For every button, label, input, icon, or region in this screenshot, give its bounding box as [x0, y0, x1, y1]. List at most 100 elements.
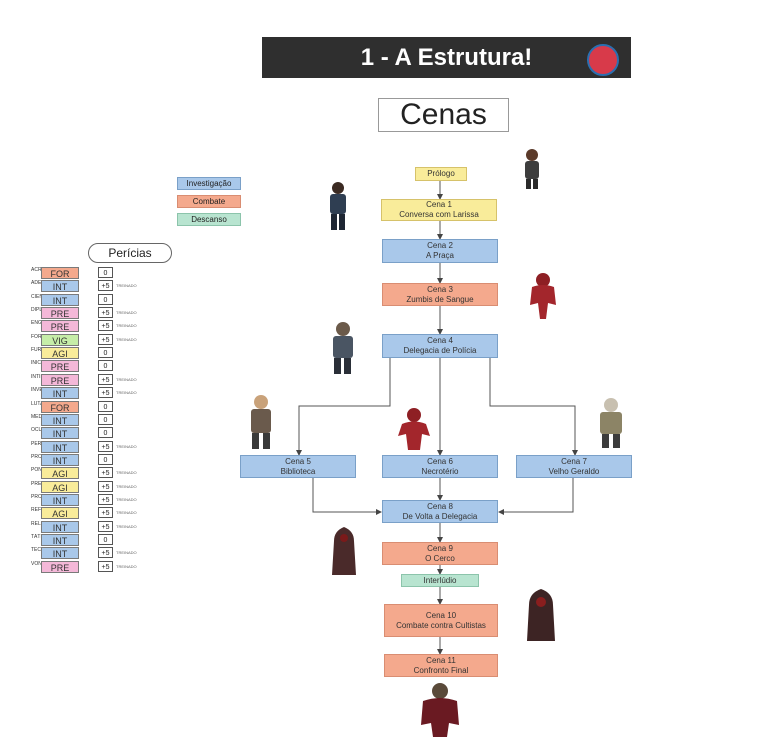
skill-name: FORTITUDE: [31, 334, 43, 340]
skill-name: DIPLOMACIA: [31, 307, 43, 313]
scene-cena8: Cena 8 De Volta a Delegacia: [382, 500, 498, 523]
skill-attribute: INT: [41, 521, 79, 533]
skill-bonus: +5: [98, 494, 113, 505]
scene-cena7: Cena 7 Velho Geraldo: [516, 455, 632, 478]
skill-name: REFLEXOS: [31, 507, 43, 513]
skill-attribute: INT: [41, 547, 79, 559]
skill-name: PRESTIDIGITAÇÃO: [31, 481, 43, 487]
skill-name: PROFISSÃO: [31, 494, 43, 500]
skill-name: VONTADE: [31, 561, 43, 567]
scene-interludio-title: Interlúdio: [423, 575, 457, 585]
skill-trained-label: TREINADO: [116, 497, 137, 502]
scene-cena4-title: Cena 4: [427, 336, 453, 345]
scene-cena1: Cena 1 Conversa com Larissa: [381, 199, 497, 221]
skill-bonus: 0: [98, 414, 113, 425]
scene-cena10-title: Cena 10: [425, 610, 457, 620]
skill-attribute: INT: [41, 280, 79, 292]
skill-trained-label: TREINADO: [116, 337, 137, 342]
skill-bonus: +5: [98, 374, 113, 385]
skill-name: ENGANAÇÃO: [31, 320, 43, 326]
skill-attribute: AGI: [41, 347, 79, 359]
scene-cena3-title: Cena 3: [427, 284, 453, 294]
skill-attribute: INT: [41, 441, 79, 453]
skill-attribute: AGI: [41, 481, 79, 493]
skill-attribute: FOR: [41, 267, 79, 279]
skill-trained-label: TREINADO: [116, 470, 137, 475]
skill-bonus: +5: [98, 507, 113, 518]
character-librarian-figure: [251, 395, 271, 449]
skill-bonus: 0: [98, 294, 113, 305]
scene-cena3: Cena 3 Zumbis de Sangue: [382, 283, 498, 306]
scene-cena5-subtitle: Biblioteca: [280, 466, 316, 476]
scene-cena6-title: Cena 6: [427, 456, 453, 466]
scene-prologo: Prólogo: [415, 167, 467, 181]
scene-cena8-title: Cena 8: [427, 501, 453, 511]
scene-cena11: Cena 11 Confronto Final: [384, 654, 498, 677]
scene-cena4: Cena 4 Delegacia de Polícia: [382, 334, 498, 358]
scene-cena6: Cena 6 Necrotério: [382, 455, 498, 478]
scene-cena3-subtitle: Zumbis de Sangue: [406, 294, 474, 304]
skill-trained-label: TREINADO: [116, 377, 137, 382]
skill-name: PERCEPÇÃO: [31, 441, 43, 447]
skill-attribute: INT: [41, 494, 79, 506]
skill-attribute: PRE: [41, 561, 79, 573]
scene-cena9-subtitle: O Cerco: [425, 553, 455, 563]
skill-name: TÁTICA: [31, 534, 43, 540]
skill-name: RELIGIÃO: [31, 521, 43, 527]
scenes-heading: Cenas: [378, 98, 509, 132]
scene-cena11-subtitle: Confronto Final: [413, 665, 469, 675]
skill-bonus: +5: [98, 334, 113, 345]
skill-bonus: +5: [98, 521, 113, 532]
skill-bonus: +5: [98, 547, 113, 558]
scene-cena10-subtitle: Combate contra Cultistas: [396, 620, 486, 630]
skill-name: FURTIVIDADE: [31, 347, 43, 353]
skill-bonus: +5: [98, 467, 113, 478]
skill-attribute: AGI: [41, 507, 79, 519]
scene-cena5-title: Cena 5: [285, 456, 311, 466]
skill-attribute: PRE: [41, 307, 79, 319]
scene-cena5: Cena 5 Biblioteca: [240, 455, 356, 478]
skill-name: TECNOLOGIA: [31, 547, 43, 553]
skill-attribute: PRE: [41, 360, 79, 372]
skill-name: MEDICINA: [31, 414, 43, 420]
scene-cena2-subtitle: A Praça: [425, 251, 454, 260]
skill-name: ADESTRAMENTO: [31, 280, 43, 286]
skill-bonus: 0: [98, 267, 113, 278]
skill-bonus: 0: [98, 347, 113, 358]
scene-cena4-subtitle: Delegacia de Polícia: [403, 346, 477, 355]
legend-investigacao: Investigação: [177, 177, 241, 190]
scene-cena2: Cena 2 A Praça: [382, 239, 498, 263]
pericias-title: Perícias: [88, 243, 172, 263]
cultist-leader-figure: [527, 589, 555, 641]
scene-cena8-subtitle: De Volta a Delegacia: [402, 511, 478, 521]
skill-attribute: VIG: [41, 334, 79, 346]
skill-trained-label: TREINADO: [116, 550, 137, 555]
skill-attribute: AGI: [41, 467, 79, 479]
character-old-geraldo-figure: [600, 398, 622, 448]
scene-cena7-subtitle: Velho Geraldo: [548, 466, 600, 476]
banner-title: 1 - A Estrutura!: [360, 43, 533, 71]
scene-cena11-title: Cena 11: [426, 655, 456, 665]
skill-name: INICIATIVA: [31, 360, 43, 366]
skill-bonus: +5: [98, 320, 113, 331]
skill-bonus: 0: [98, 427, 113, 438]
character-detective-figure: [330, 182, 346, 230]
skill-trained-label: TREINADO: [116, 323, 137, 328]
character-larissa-figure: [525, 149, 539, 189]
title-banner: 1 - A Estrutura!: [262, 37, 631, 78]
scene-cena6-subtitle: Necrotério: [421, 466, 459, 476]
character-police-figure: [333, 322, 353, 374]
skill-trained-label: TREINADO: [116, 564, 137, 569]
skill-bonus: +5: [98, 307, 113, 318]
skill-bonus: +5: [98, 481, 113, 492]
scene-cena1-title: Cena 1: [426, 200, 452, 209]
skill-trained-label: TREINADO: [116, 283, 137, 288]
skill-name: CIÊNCIAS: [31, 294, 43, 300]
scene-cena10: Cena 10 Combate contra Cultistas: [384, 604, 498, 637]
scene-cena2-title: Cena 2: [427, 241, 453, 250]
skill-name: INVESTIGAÇÃO: [31, 387, 43, 393]
skill-attribute: PRE: [41, 320, 79, 332]
skill-trained-label: TREINADO: [116, 524, 137, 529]
skill-bonus: 0: [98, 401, 113, 412]
cultist-figure: [332, 527, 356, 575]
